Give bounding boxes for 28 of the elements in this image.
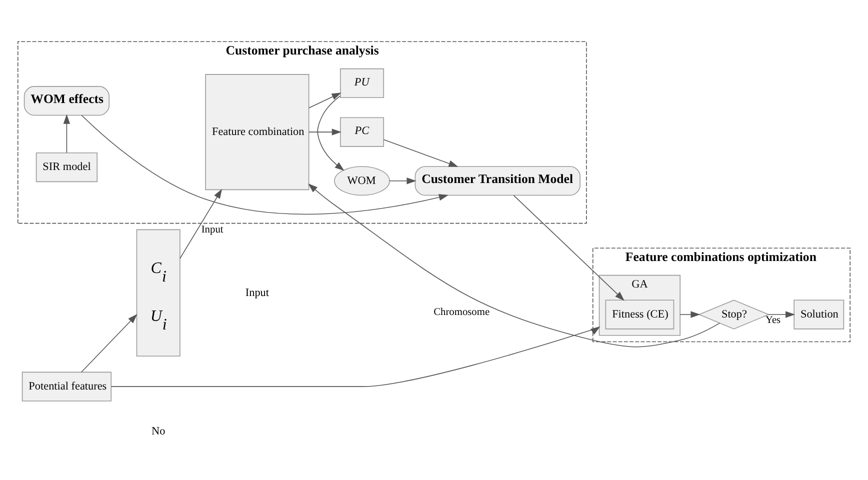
arrow bbox=[111, 326, 600, 386]
arrow bbox=[308, 92, 342, 108]
arrow bbox=[81, 114, 449, 214]
node-box: Fitness (CE) bbox=[605, 299, 674, 329]
node-box: Customer Transition Model bbox=[414, 166, 580, 196]
arrow bbox=[308, 128, 342, 135]
label: No bbox=[152, 424, 166, 437]
node-box: SIR model bbox=[36, 152, 98, 182]
node-box: Feature combination bbox=[205, 74, 310, 190]
node-box: PC bbox=[340, 116, 384, 146]
arrow bbox=[63, 114, 70, 153]
node-box: PU bbox=[340, 68, 384, 98]
node-box: Potential features bbox=[22, 371, 112, 401]
node-box: WOM effects bbox=[24, 86, 110, 116]
node-box: Solution bbox=[794, 299, 844, 329]
arrow bbox=[389, 177, 416, 184]
arrow bbox=[680, 310, 700, 318]
edge-label: Input bbox=[201, 224, 224, 235]
edge-label: Chromosome bbox=[434, 306, 490, 318]
arrow bbox=[317, 95, 344, 170]
arrow bbox=[768, 310, 796, 318]
arrow bbox=[308, 182, 720, 347]
arrow bbox=[80, 314, 138, 372]
arrow bbox=[180, 188, 222, 258]
arrow bbox=[383, 138, 458, 166]
arrow bbox=[513, 194, 624, 300]
node-ellipse: WOM bbox=[334, 166, 390, 196]
label: Input bbox=[245, 286, 270, 298]
